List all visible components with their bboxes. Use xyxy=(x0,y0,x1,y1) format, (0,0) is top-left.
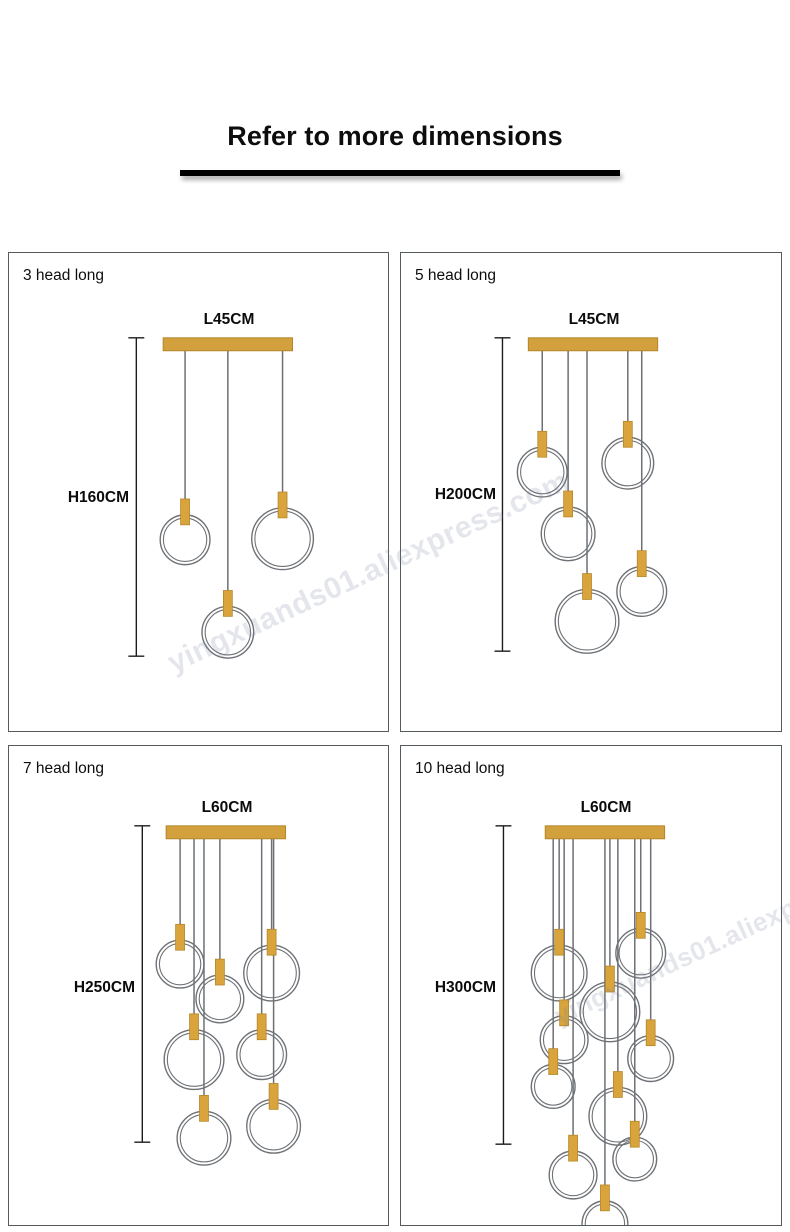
panel-label: 7 head long xyxy=(23,760,105,777)
lamp-connector-block xyxy=(222,590,233,617)
lamp-head xyxy=(236,1013,288,1081)
lamp-head xyxy=(601,420,655,490)
lamp-head xyxy=(159,498,211,566)
lamp-head xyxy=(548,1134,598,1200)
lamp-head xyxy=(530,1048,576,1110)
page-title: Refer to more dimensions xyxy=(227,121,563,151)
panel-label: 3 head long xyxy=(23,267,105,284)
canopy-bar xyxy=(162,337,294,352)
lamp-connector-block xyxy=(636,550,647,577)
lamp-ring-inner xyxy=(533,947,585,999)
title-underline-rule xyxy=(180,170,620,176)
height-dimension-line xyxy=(495,825,512,1145)
lamp-head xyxy=(540,490,596,562)
height-dimension-label: H300CM xyxy=(434,979,496,996)
lamp-connector-block xyxy=(622,420,633,448)
page-header: Refer to more dimensions xyxy=(0,0,790,245)
lamp-ring-inner xyxy=(166,1032,222,1087)
lamp-connector-block xyxy=(215,958,225,986)
height-dimension-label: H160CM xyxy=(67,489,129,506)
width-dimension-label: L60CM xyxy=(580,799,632,816)
lamp-connector-block xyxy=(180,498,190,526)
lamp-ring-inner xyxy=(582,984,638,1040)
lamp-connector-block xyxy=(268,1083,279,1110)
lamp-connector-block xyxy=(629,1120,640,1148)
fixture-diagram-10-head: L60CM H300CM xyxy=(401,746,781,1225)
width-dimension-label: L45CM xyxy=(568,311,620,328)
lamp-connector-block xyxy=(256,1013,267,1041)
lamp-head xyxy=(612,1120,658,1182)
panel-5-head-long: 5 head long L45CM H200CM xyxy=(400,252,782,732)
fixture-diagram-7-head: L60CM H250CM xyxy=(9,746,388,1225)
fixture-drawing xyxy=(134,825,302,1166)
lamp-connector-block xyxy=(189,1013,199,1041)
lamp-head xyxy=(615,911,667,979)
width-dimension-label: L45CM xyxy=(203,311,255,328)
lamp-ring-inner xyxy=(246,947,297,999)
lamp-head xyxy=(201,590,255,659)
lamp-head xyxy=(516,430,568,498)
lamp-head xyxy=(530,928,588,1002)
fixture-diagram-5-head: L45CM H200CM xyxy=(401,253,781,731)
lamp-connector-block xyxy=(175,923,185,951)
lamp-head xyxy=(627,1019,675,1083)
fixture-drawing xyxy=(494,337,668,654)
lamp-connector-block xyxy=(199,1095,209,1122)
height-dimension-line xyxy=(134,825,151,1143)
fixture-drawing xyxy=(495,825,675,1225)
lamp-head xyxy=(581,1184,629,1225)
canopy-bar xyxy=(165,825,287,840)
lamp-connector-block xyxy=(277,491,288,519)
lamp-connector-block xyxy=(600,1184,610,1212)
fixture-drawing xyxy=(128,337,315,659)
lamp-connector-block xyxy=(266,928,277,956)
lamp-head xyxy=(579,965,641,1043)
lamp-head xyxy=(616,550,668,618)
lamp-ring-inner xyxy=(254,510,311,567)
lamp-connector-block xyxy=(582,573,592,600)
lamp-connector-block xyxy=(645,1019,656,1047)
height-dimension-line xyxy=(128,337,145,657)
height-dimension-label: H250CM xyxy=(73,979,135,996)
lamp-head xyxy=(251,491,315,571)
lamp-connector-block xyxy=(605,965,615,993)
lamp-connector-block xyxy=(559,999,570,1027)
lamp-connector-block xyxy=(568,1134,578,1162)
lamp-head xyxy=(246,1083,302,1154)
lamp-connector-block xyxy=(548,1048,559,1075)
panel-label: 5 head long xyxy=(415,267,497,284)
lamp-head xyxy=(163,1013,225,1091)
lamp-connector-block xyxy=(635,911,646,939)
width-dimension-label: L60CM xyxy=(201,799,253,816)
panel-label: 10 head long xyxy=(415,760,505,777)
canopy-bar xyxy=(544,825,666,840)
lamp-connector-block xyxy=(612,1071,623,1098)
lamp-head xyxy=(243,928,301,1002)
lamp-head xyxy=(554,573,620,654)
lamp-head xyxy=(155,923,205,989)
lamp-connector-block xyxy=(537,430,548,458)
panel-10-head-long: 10 head long L60CM H300CM xyxy=(400,745,782,1226)
lamp-ring-inner xyxy=(557,592,617,651)
panel-3-head-long: 3 head long L45CM H160CM xyxy=(8,252,389,732)
lamp-head xyxy=(195,958,245,1024)
fixture-diagram-3-head: L45CM H160CM xyxy=(9,253,388,731)
lamp-head xyxy=(176,1095,232,1166)
canopy-bar xyxy=(527,337,659,352)
panel-7-head-long: 7 head long L60CM H250CM xyxy=(8,745,389,1226)
lamp-head xyxy=(539,999,589,1065)
lamp-connector-block xyxy=(554,928,565,956)
lamp-connector-block xyxy=(563,490,573,518)
height-dimension-line xyxy=(494,337,511,652)
height-dimension-label: H200CM xyxy=(434,486,496,503)
